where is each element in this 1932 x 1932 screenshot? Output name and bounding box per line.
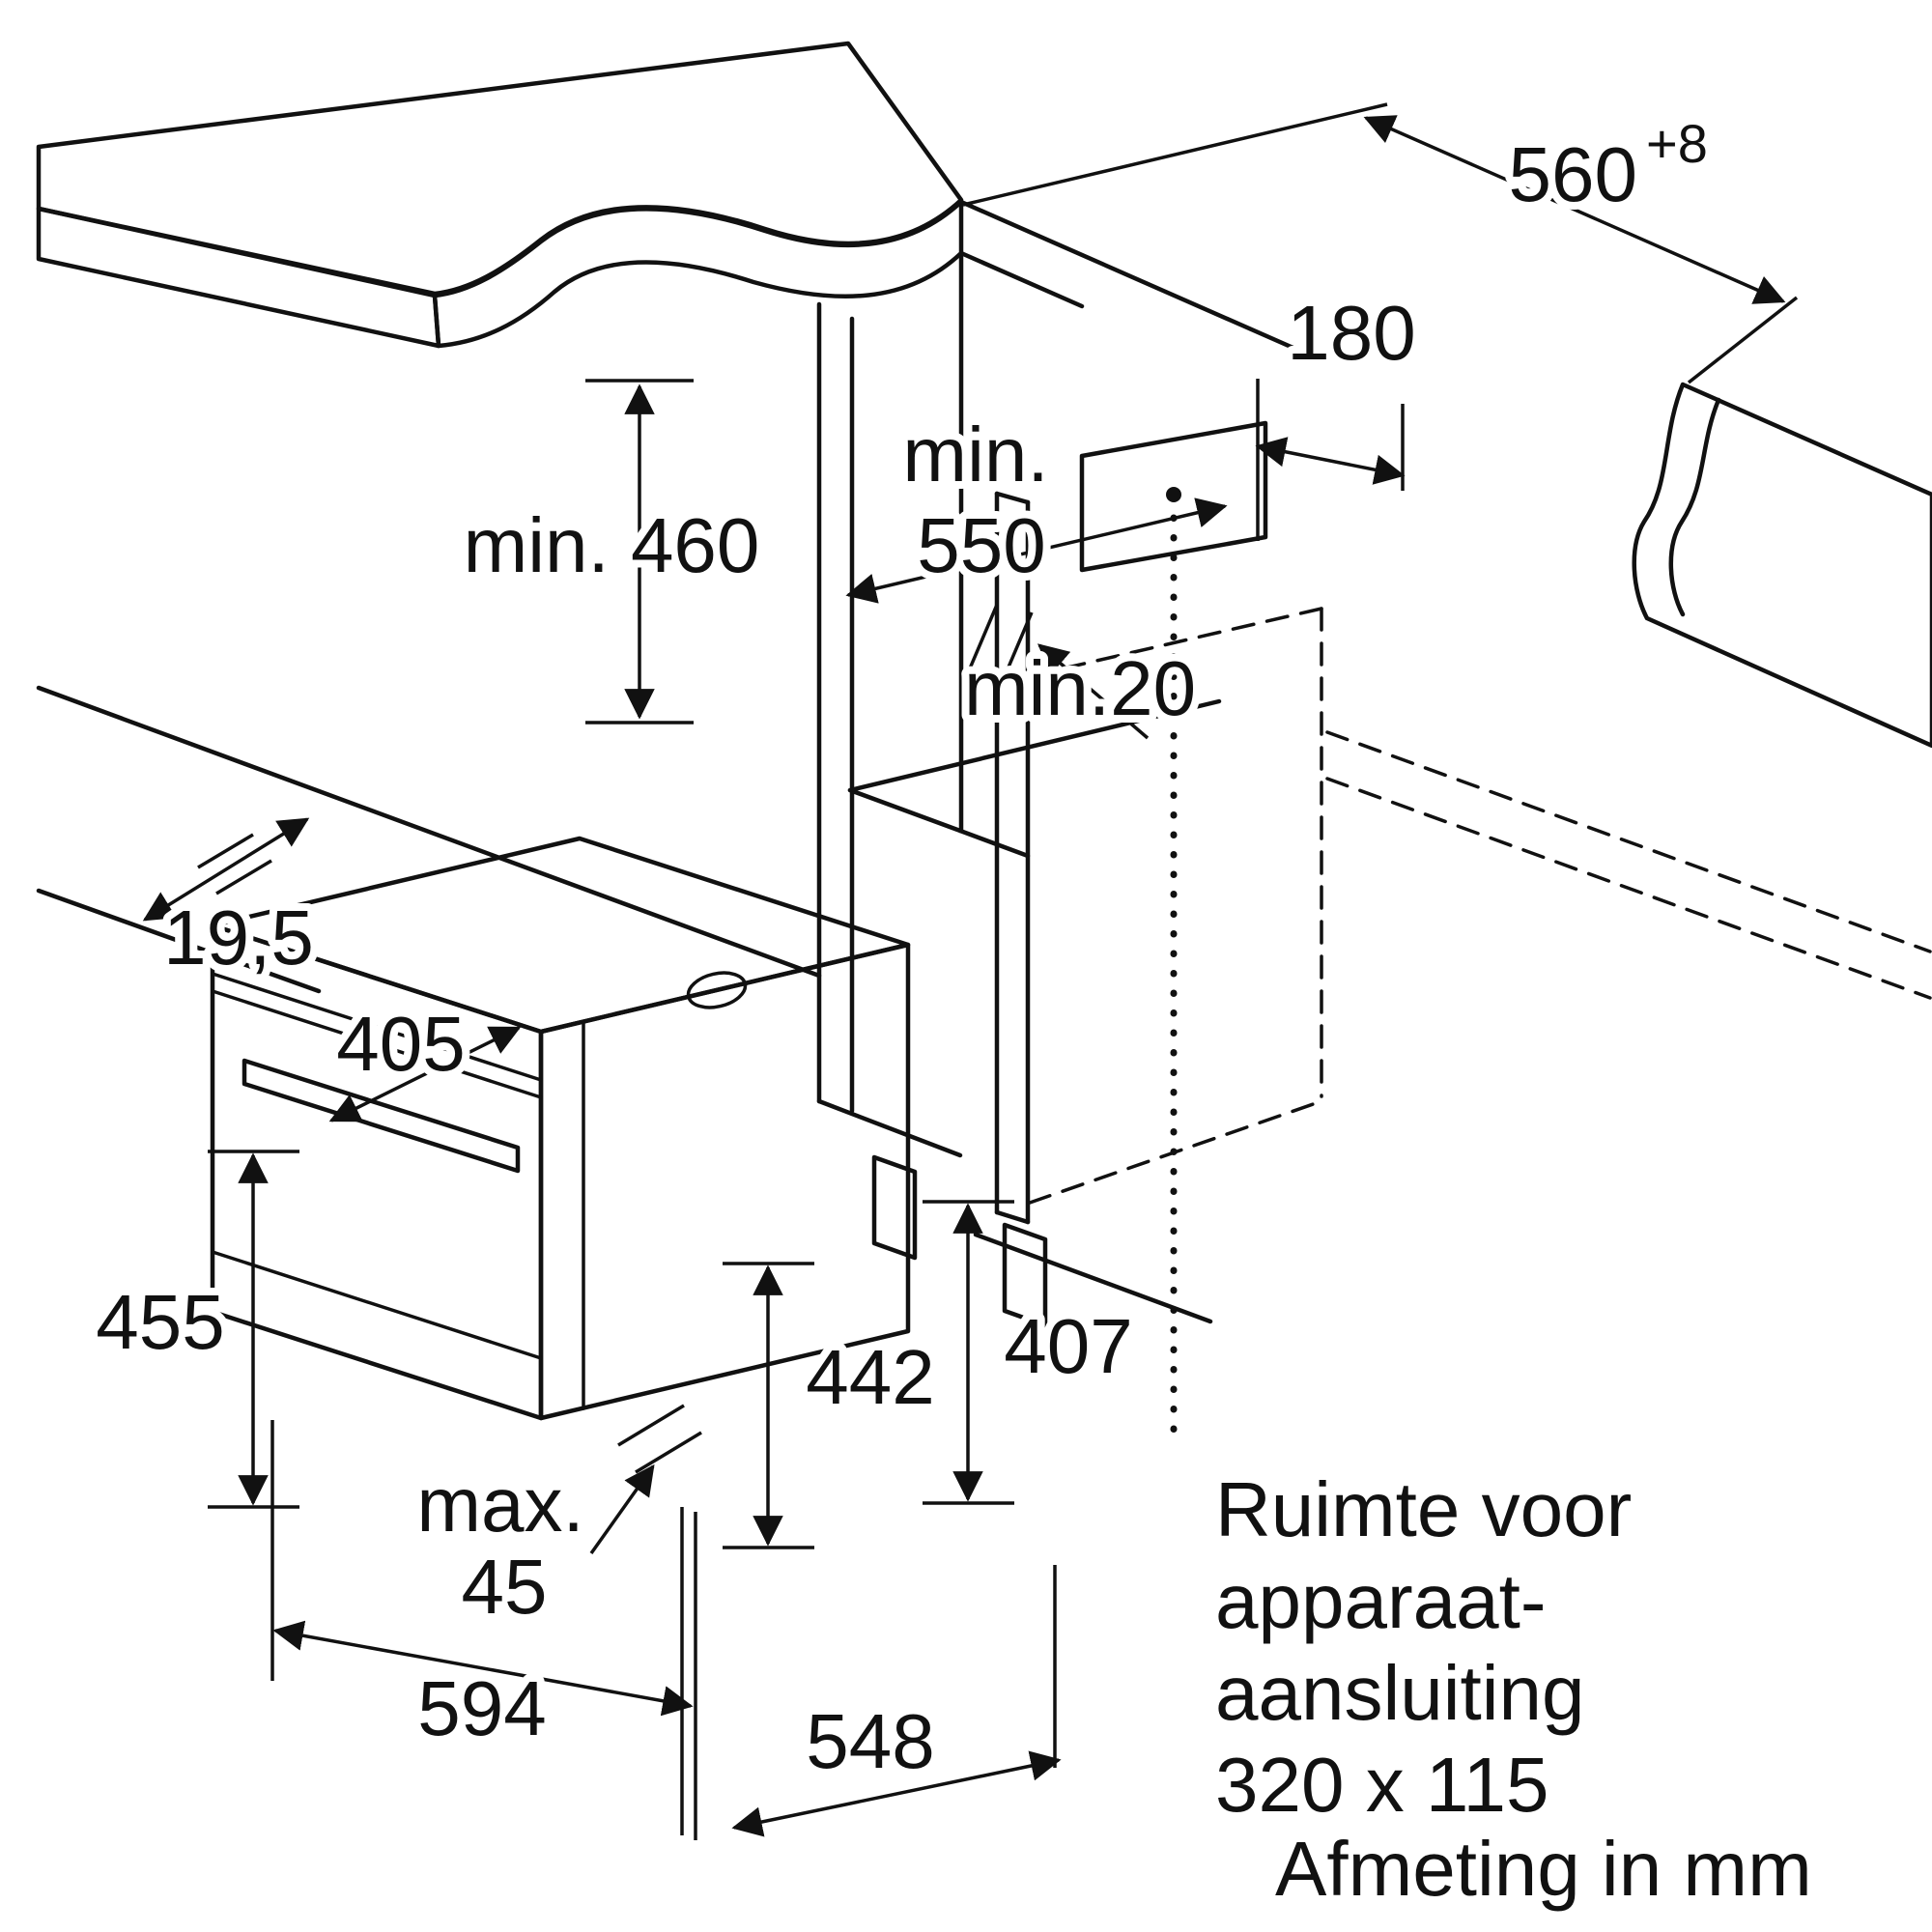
oven-door-bottom-line: [211, 1250, 543, 1360]
note-line-3: aansluiting: [1215, 1650, 1585, 1736]
dim-407-label: 407: [1004, 1303, 1132, 1389]
dim-front-frame-gap: 19,5: [142, 817, 322, 988]
dim-560-ext-left: [962, 102, 1388, 207]
worktop-right-surface: [1632, 382, 1932, 749]
niche-shelf-right-edge: [957, 828, 1031, 859]
dim-548-label: 548: [806, 1698, 934, 1784]
oven-front-face: [210, 923, 544, 1421]
dim-niche-width: 560 +8: [962, 102, 1799, 384]
dim-20-tick-2: [1003, 611, 1034, 677]
reference-lines: [36, 685, 1213, 1324]
dim-560-ext-right: [1687, 296, 1799, 384]
dim-560-arrow: [1363, 115, 1786, 304]
dim-20-leader: [1037, 643, 1150, 740]
wall-line-lower-right: [973, 1232, 1213, 1324]
hidden-worktop-edge-1: [1325, 730, 1932, 953]
dim-appliance-height: 455: [88, 1150, 299, 1509]
dim-body-height: 442: [723, 1262, 943, 1549]
dim-195-tick-2: [215, 859, 272, 895]
dim-180-arrow: [1255, 437, 1406, 485]
dim-45-prefix: max.: [416, 1462, 583, 1548]
cabinet-left-leg: [871, 1154, 918, 1261]
worktop-left-edge-band: [432, 199, 964, 349]
units-note: Afmeting in mm: [1275, 1826, 1812, 1912]
dim-442-label: 442: [806, 1334, 934, 1420]
dim-550-prefix: min.: [902, 412, 1048, 497]
dim-20-label: min.20: [964, 645, 1196, 731]
worktop-left-top-surface: [36, 41, 964, 297]
dim-195-tick-1: [197, 833, 254, 869]
dim-195-arrow: [142, 817, 310, 922]
panel-bottom-cap: [994, 1209, 1031, 1225]
worktop-right: [1632, 382, 1932, 749]
niche-shelf-front-edge: [847, 787, 963, 834]
connection-note: Ruimte voor apparaat- aansluiting 320 x …: [1208, 1459, 1639, 1835]
dim-405-arrow: [328, 1026, 522, 1122]
wall-line-lower-left: [36, 888, 322, 994]
niche-top-band-edge: [958, 250, 1085, 309]
dim-594-label: 594: [417, 1665, 546, 1751]
worktop-right-break-line: [1668, 397, 1721, 617]
dim-460-label: min. 460: [464, 502, 760, 588]
wall-line-upper: [36, 685, 822, 979]
dim-20-tick-1: [968, 604, 999, 669]
dim-niche-depth: min. 550: [845, 404, 1228, 604]
dim-45-tick-2: [635, 1431, 702, 1474]
dim-195-label: 19,5: [163, 895, 314, 980]
note-line-2: apparaat-: [1215, 1558, 1546, 1644]
dim-rear-height: 407: [923, 1200, 1141, 1505]
note-line-4: 320 x 115: [1215, 1742, 1548, 1828]
dim-connection-offset: 180: [1255, 282, 1424, 541]
dim-594-arrow: [272, 1620, 694, 1717]
oven-latch-slot: [686, 971, 748, 1009]
dim-550-arrow: [845, 497, 1228, 604]
dim-405-label: 405: [336, 1001, 465, 1087]
oven: [210, 836, 911, 1421]
panel-leg: [1002, 1222, 1048, 1328]
dim-45-leader: [589, 1463, 655, 1555]
dim-180-label: 180: [1287, 290, 1415, 376]
dim-45-label: 45: [462, 1544, 548, 1630]
dim-455-label: 455: [96, 1279, 224, 1365]
dim-550-label: 550: [917, 502, 1045, 588]
dim-548-arrow: [731, 1750, 1062, 1837]
connection-point-dot: [1166, 487, 1181, 502]
cabinet-bottom-edge: [816, 1098, 963, 1158]
niche-shelf-back-edge: [847, 698, 1222, 793]
worktop-left: [36, 41, 964, 349]
note-line-1: Ruimte voor: [1215, 1466, 1632, 1552]
dim-body-depth: 548: [694, 1512, 1062, 1840]
dim-560-tolerance: +8: [1646, 113, 1708, 174]
dim-niche-height: min. 460: [456, 379, 767, 724]
hidden-edge-top: [1028, 607, 1323, 678]
dim-560-label: 560: [1509, 131, 1637, 217]
dim-rear-gap: min.20: [956, 604, 1204, 740]
dim-handle-depth: max. 45: [409, 1404, 702, 1637]
dim-top-depth: 405: [328, 993, 522, 1122]
dim-45-tick-1: [617, 1404, 685, 1447]
oven-top-face: [210, 836, 911, 1035]
dim-appliance-width: 594: [270, 1420, 694, 1835]
hidden-worktop-edge-2: [1325, 777, 1932, 1000]
niche-top-front-edge: [958, 199, 1307, 355]
worktop-left-front-band: [36, 206, 441, 349]
